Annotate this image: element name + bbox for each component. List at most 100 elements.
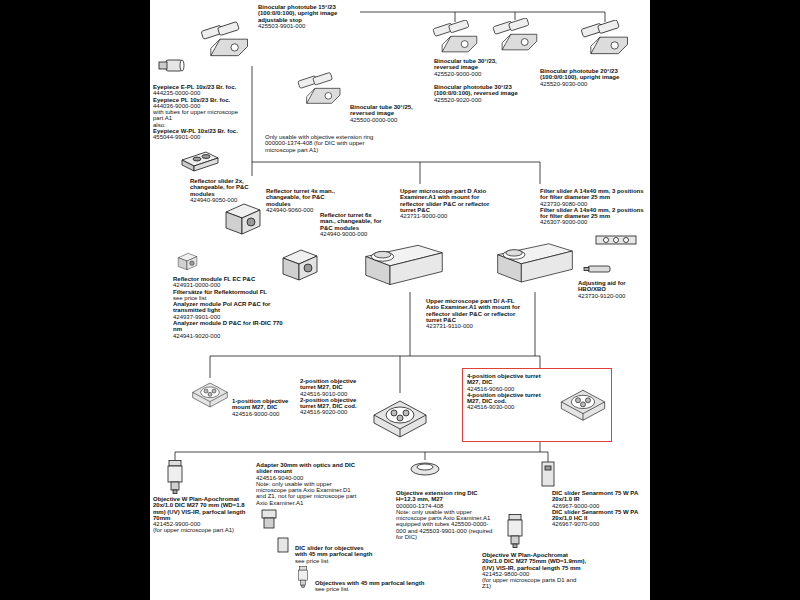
part-number: 444036-9000-000 (153, 103, 248, 109)
part-name: Reflector slider 2x, changeable, for P&C… (190, 178, 270, 197)
part-label-group: Only usable with objective extension rin… (265, 134, 395, 153)
filter-slider (596, 236, 636, 244)
part-number: 425520-9030-000 (540, 81, 625, 87)
part-number: 421452-9900-000 (153, 521, 253, 527)
part-label-group: Reflector turret 4x man., changeable, fo… (266, 188, 346, 213)
part-label-group: Eyepiece E-PL 10x/23 Br. foc.444235-0000… (153, 84, 248, 141)
part-number: 426307-9000-000 (540, 219, 645, 225)
part-number: 000000-1374-408 (396, 503, 496, 509)
part-label-group: DIC slider for objectives with 45 mm par… (295, 545, 375, 564)
part-name: Reflector module FL EC P&C (173, 276, 283, 282)
part-number: also: (153, 122, 248, 128)
part-label-group: 2-position objective turret M27, DIC4245… (300, 378, 365, 416)
tree-line (175, 452, 176, 460)
objective (168, 461, 522, 588)
tree-line (455, 12, 456, 22)
objective (508, 515, 522, 548)
tree-line (252, 162, 253, 176)
reflector-module (178, 253, 197, 269)
extension-ring (417, 464, 433, 470)
part-name: Binocular tube 30°/25, reversed image (350, 104, 430, 117)
part-name: Objectives with 45 mm parfocal length (315, 580, 425, 586)
part-number: 424516-9030-000 (467, 404, 553, 410)
part-label-group: DIC slider Senarmont 75 W PA 20x/1.0 IR4… (552, 490, 647, 528)
tree-line (540, 162, 541, 184)
dic-slider (545, 466, 551, 470)
binocular-tube (433, 20, 477, 52)
adapter (262, 510, 276, 518)
upper-microscope-part (498, 244, 573, 282)
binocular-tube (201, 18, 627, 104)
dic-slider (542, 462, 554, 486)
part-number: 424516-9010-000 (300, 391, 365, 397)
part-number: 423730-9080-000 (540, 201, 645, 207)
part-number: see price list (173, 295, 283, 301)
part-label-group: Binocular phototube 30°/23 (100:0/0:100)… (434, 84, 524, 103)
tree-line (548, 452, 549, 462)
part-label-group: Upper microscope part D/ A-FL Axio Exami… (426, 298, 526, 329)
part-number: 455044-9901-000 (153, 134, 248, 140)
binocular-tube (201, 22, 247, 56)
part-label-group: Filter slider A 14x40 mm, 3 positions fo… (540, 188, 645, 226)
part-number: 424516-9020-000 (300, 409, 365, 415)
part-name: Binocular phototube 15°/23 (100:0/0:100)… (258, 4, 353, 23)
tree-line (425, 452, 426, 460)
binocular-tube (298, 72, 340, 103)
part-name: DIC slider for objectives with 45 mm par… (295, 545, 375, 558)
part-label-group: Reflector slider 2x, changeable, for P&C… (190, 178, 270, 203)
part-number: 425520-9020-000 (434, 97, 524, 103)
eyepiece (159, 62, 167, 69)
tree-line (400, 356, 401, 393)
binocular-tube (581, 20, 627, 54)
filter-slider (614, 238, 619, 243)
part-number: see price list (315, 586, 425, 592)
part-name: 4-position objective turret M27, DIC (467, 373, 553, 386)
part-name: Objective W Plan-Apochromat 20x/1.0 DIC … (153, 496, 253, 521)
extension-ring (411, 463, 439, 475)
adapter (262, 510, 276, 528)
part-label-group: Binocular phototube 15°/23 (100:0/0:100)… (258, 4, 353, 29)
objective-turret (561, 390, 604, 420)
part-number: (for upper microscope parts D1 and Z1) (482, 577, 587, 590)
reflector-turret (283, 250, 317, 280)
part-name: 4-position objective turret M27, DIC cod… (467, 392, 553, 405)
part-label-group: Adapter 30mm with optics and DIC slider … (256, 462, 361, 506)
dic-slider (278, 538, 288, 552)
part-name: Filter slider A 14x40 mm, 3 positions fo… (540, 188, 645, 201)
part-name: Adjusting aid for HBO/XBO (578, 280, 643, 293)
eyepiece (180, 60, 184, 71)
part-number: 424516-9060-000 (467, 386, 553, 392)
part-name: 2-position objective turret M27, DIC (300, 378, 365, 391)
part-name: 1-position objective mount M27, DIC (232, 398, 302, 411)
part-number: 426967-9000-000 (552, 503, 647, 509)
part-number: (for upper microscope part A1) (153, 527, 253, 533)
part-name: Reflector turret 4x man., changeable, fo… (266, 188, 346, 207)
part-number: 423731-9110-000 (426, 323, 526, 329)
part-name: DIC slider Senarmont 75 W PA 20x/1.0 IR (552, 490, 647, 503)
adapter (264, 518, 274, 528)
part-name: Eyepiece PL 10x/23 Br. foc. (153, 97, 248, 103)
part-number: 444235-0000-000 (153, 90, 248, 96)
part-name: Upper microscope part D Axio Examiner.A1… (400, 188, 495, 213)
part-name: 2-position objective turret M27, DIC cod… (300, 397, 365, 410)
adjusting-aid (584, 266, 610, 272)
part-label-group: 1-position objective mount M27, DIC42451… (232, 398, 302, 417)
part-number: 426967-9070-000 (552, 521, 647, 527)
adjusting-aid (584, 268, 589, 271)
objective-turret (193, 383, 605, 437)
dic-slider (278, 462, 554, 552)
tree-line (535, 292, 536, 356)
extension-ring (411, 463, 439, 475)
tree-line (210, 356, 540, 357)
reflector-turret (226, 204, 260, 234)
part-number: 424516-9040-000 (256, 475, 361, 481)
part-name: Binocular tube 30°/23, reversed image (434, 58, 504, 71)
filter-slider (624, 238, 629, 243)
tree-line (420, 162, 421, 184)
tree-line (540, 442, 541, 452)
part-name: Reflector turret 6x man., changeable, fo… (320, 212, 385, 231)
part-name: Binocular phototube 20°/23 (100:0/0:100)… (540, 68, 625, 81)
objective-turret (193, 383, 228, 407)
reflector-module (178, 253, 197, 269)
